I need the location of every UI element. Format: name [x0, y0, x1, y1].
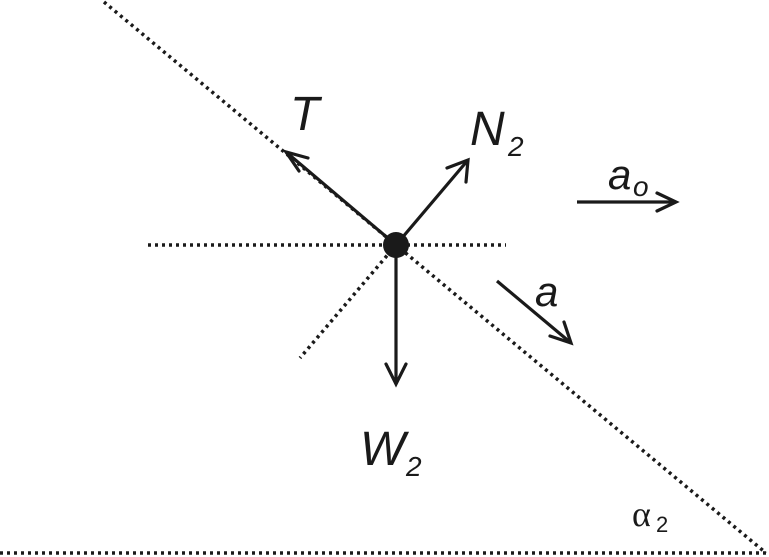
perpendicular-reference-line [298, 243, 398, 360]
normal-label: N [470, 103, 505, 156]
angle-label: α [632, 494, 651, 534]
tension-label: T [290, 88, 323, 141]
angle-label-subscript: 2 [656, 512, 668, 537]
tension-arrow [282, 149, 398, 247]
mass-point [383, 232, 409, 258]
weight-label-subscript: 2 [405, 451, 422, 482]
frame-acceleration-arrow [577, 191, 680, 213]
weight-label: W [360, 423, 410, 476]
frame-acceleration-label: a [608, 151, 631, 198]
weight-arrow [384, 245, 408, 388]
normal-arrow [394, 157, 470, 247]
acceleration-label: a [535, 268, 558, 315]
normal-label-subscript: 2 [507, 131, 524, 162]
incline-line [102, 0, 768, 555]
acceleration-arrow [495, 279, 574, 346]
frame-acceleration-subscript: o [633, 171, 649, 202]
